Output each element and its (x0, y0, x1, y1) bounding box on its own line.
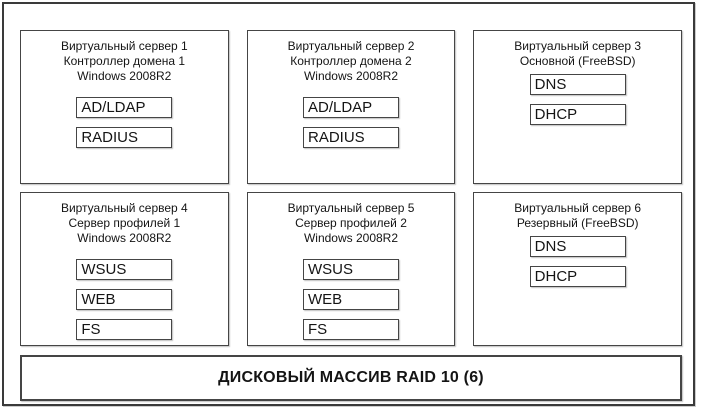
service-box: FS (76, 319, 173, 340)
server-title-line: Windows 2008R2 (77, 231, 172, 245)
service-box: DHCP (529, 266, 626, 287)
server-title-line: Виртуальный сервер 2 (287, 39, 415, 53)
service-list-4: WSUS WEB FS (21, 259, 228, 340)
service-box: RADIUS (303, 127, 399, 148)
server-title-line: Виртуальный сервер 5 (287, 201, 415, 215)
server-title-line: Виртуальный сервер 1 (60, 39, 188, 53)
server-title-6: Виртуальный сервер 6 Резервный (FreeBSD) (474, 201, 681, 231)
service-box: DNS (529, 74, 626, 95)
service-list-1: AD/LDAP RADIUS (21, 97, 228, 148)
server-title-line: Windows 2008R2 (303, 231, 399, 245)
server-title-line: Виртуальный сервер 3 (514, 39, 642, 53)
server-row-bottom: Виртуальный сервер 4 Сервер профилей 1 W… (20, 192, 683, 346)
service-box: RADIUS (76, 127, 173, 148)
server-row-top: Виртуальный сервер 1 Контроллер домена 1… (20, 30, 683, 184)
server-title-line: Сервер профилей 1 (68, 216, 181, 230)
raid-array-bar: ДИСКОВЫЙ МАССИВ RAID 10 (6) (20, 355, 682, 401)
server-title-line: Контроллер домена 2 (290, 54, 412, 68)
server-box-4: Виртуальный сервер 4 Сервер профилей 1 W… (20, 192, 229, 346)
server-box-1: Виртуальный сервер 1 Контроллер домена 1… (20, 30, 229, 184)
service-list-3: DNS DHCP (474, 74, 681, 125)
service-box: WSUS (76, 259, 173, 280)
service-list-2: AD/LDAP RADIUS (248, 97, 455, 148)
raid-array-label: ДИСКОВЫЙ МАССИВ RAID 10 (6) (218, 369, 484, 386)
service-box: DNS (529, 236, 626, 257)
server-title-5: Виртуальный сервер 5 Сервер профилей 2 W… (248, 201, 455, 246)
service-box: WSUS (303, 259, 399, 280)
server-box-3: Виртуальный сервер 3 Основной (FreeBSD) … (473, 30, 683, 184)
service-box: WEB (303, 289, 399, 310)
diagram-frame: Виртуальный сервер 1 Контроллер домена 1… (2, 2, 695, 406)
server-title-line: Основной (FreeBSD) (519, 54, 636, 68)
server-box-6: Виртуальный сервер 6 Резервный (FreeBSD)… (473, 192, 683, 346)
server-title-line: Контроллер домена 1 (63, 54, 186, 68)
server-title-line: Виртуальный сервер 4 (60, 201, 188, 215)
service-box: DHCP (529, 104, 626, 125)
server-box-5: Виртуальный сервер 5 Сервер профилей 2 W… (246, 192, 456, 346)
service-box: WEB (76, 289, 173, 310)
server-title-2: Виртуальный сервер 2 Контроллер домена 2… (248, 39, 455, 84)
server-title-line: Резервный (FreeBSD) (516, 216, 639, 230)
server-title-line: Виртуальный сервер 6 (514, 201, 642, 215)
server-title-line: Windows 2008R2 (77, 69, 172, 83)
service-list-6: DNS DHCP (474, 236, 681, 287)
server-title-3: Виртуальный сервер 3 Основной (FreeBSD) (474, 39, 681, 69)
service-list-5: WSUS WEB FS (248, 259, 455, 340)
service-box: FS (303, 319, 399, 340)
server-title-line: Сервер профилей 2 (295, 216, 407, 230)
server-title-1: Виртуальный сервер 1 Контроллер домена 1… (21, 39, 228, 84)
server-title-4: Виртуальный сервер 4 Сервер профилей 1 W… (21, 201, 228, 246)
diagram-content: Виртуальный сервер 1 Контроллер домена 1… (4, 4, 693, 404)
server-title-line: Windows 2008R2 (303, 69, 399, 83)
service-box: AD/LDAP (303, 97, 399, 118)
server-box-2: Виртуальный сервер 2 Контроллер домена 2… (246, 30, 456, 184)
service-box: AD/LDAP (76, 97, 173, 118)
